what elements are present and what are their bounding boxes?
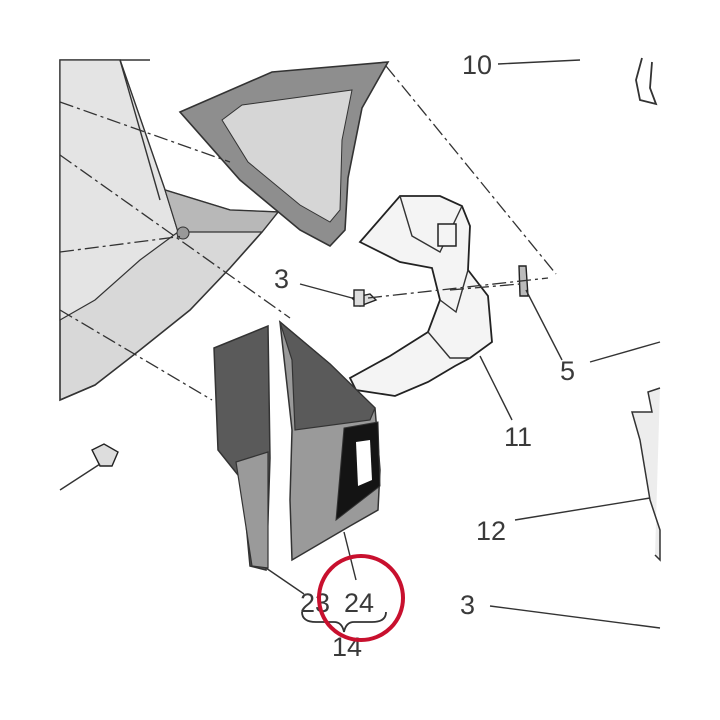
screw-lower-left [91, 443, 119, 467]
callout-12: 12 [476, 516, 506, 546]
duct-bracket-11 [348, 195, 493, 397]
upper-fairing-panel [178, 61, 390, 247]
assembly-lines [59, 65, 557, 401]
callout-10: 10 [462, 50, 492, 80]
side-panel-23 [213, 324, 271, 571]
group-brace [301, 611, 387, 633]
screw-3-upper [350, 289, 378, 307]
highlight-circle [317, 554, 405, 642]
part-12 [631, 387, 661, 562]
fairing-body [59, 59, 280, 402]
part-10-edge [635, 57, 658, 106]
callout-3-upper: 3 [274, 264, 289, 294]
callout-11: 11 [504, 422, 532, 452]
callout-23: 23 [300, 588, 330, 618]
callout-3-lower: 3 [460, 590, 475, 620]
callout-24: 24 [344, 588, 374, 618]
callout-5: 5 [560, 356, 575, 386]
side-panel-24 [278, 320, 381, 562]
